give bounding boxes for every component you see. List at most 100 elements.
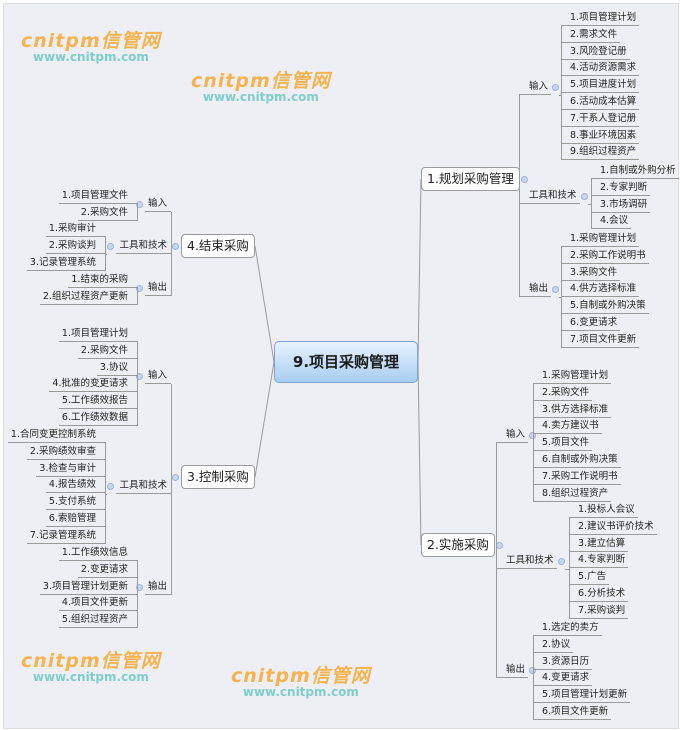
list-item[interactable]: 2.采购绩效审查: [26, 444, 99, 460]
list-item[interactable]: 3.市场调研: [597, 197, 651, 213]
list-item[interactable]: 1.采购管理计划: [539, 368, 612, 384]
collapse-toggle-icon[interactable]: [529, 667, 536, 674]
group-label-tools-techniques[interactable]: 工具和技术: [519, 188, 580, 204]
list-item[interactable]: 7.采购工作说明书: [539, 469, 621, 485]
list-item[interactable]: 1.项目管理文件: [58, 188, 131, 204]
list-item[interactable]: 1.采购管理计划: [567, 231, 640, 247]
list-item[interactable]: 2.建议书评价技术: [575, 519, 657, 535]
list-item[interactable]: 2.需求文件: [567, 27, 621, 43]
list-item[interactable]: 1.项目管理计划: [58, 326, 131, 342]
list-item[interactable]: 3.记录管理系统: [26, 255, 99, 271]
group-label-tools-techniques[interactable]: 工具和技术: [496, 553, 557, 569]
list-item[interactable]: 5.项目进度计划: [567, 77, 640, 94]
group-label-outputs[interactable]: 输出: [144, 280, 171, 296]
collapse-toggle-icon[interactable]: [136, 285, 143, 292]
list-item[interactable]: 5.支付系统: [45, 494, 99, 511]
list-item[interactable]: 4.报告绩效: [45, 477, 99, 494]
list-item[interactable]: 4.专家判断: [575, 552, 629, 569]
list-item[interactable]: 6.自制或外购决策: [539, 452, 621, 468]
collapse-toggle-icon[interactable]: [552, 84, 559, 91]
branch-connector: [417, 178, 422, 363]
collapse-toggle-icon[interactable]: [136, 584, 143, 591]
list-item[interactable]: 3.协议: [96, 360, 131, 376]
list-item[interactable]: 3.资源日历: [539, 654, 593, 670]
list-item[interactable]: 9.组织过程资产: [567, 144, 640, 161]
list-item[interactable]: 1.自制或外购分析: [597, 163, 679, 179]
list-item[interactable]: 2.采购文件: [539, 385, 593, 401]
list-item[interactable]: 4.项目文件更新: [58, 595, 131, 612]
list-item[interactable]: 5.工作绩效报告: [58, 393, 131, 410]
list-item[interactable]: 5.项目文件: [539, 435, 593, 452]
list-item[interactable]: 5.广告: [575, 569, 610, 586]
collapse-toggle-icon[interactable]: [521, 176, 528, 183]
list-item[interactable]: 7.项目文件更新: [567, 332, 640, 348]
list-item[interactable]: 2.采购文件: [77, 205, 131, 221]
group-label-inputs[interactable]: 输入: [496, 427, 529, 443]
list-item[interactable]: 2.变更请求: [77, 562, 131, 578]
list-item[interactable]: 6.变更请求: [567, 315, 621, 331]
group-label-outputs[interactable]: 输出: [519, 281, 552, 297]
collapse-toggle-icon[interactable]: [558, 558, 565, 565]
list-item[interactable]: 1.选定的卖方: [539, 620, 602, 636]
branch-conduct-procurement[interactable]: 2.实施采购: [421, 533, 495, 557]
collapse-toggle-icon[interactable]: [107, 483, 114, 490]
list-item[interactable]: 1.结束的采购: [68, 272, 131, 288]
list-item[interactable]: 3.风险登记册: [567, 44, 630, 60]
group-label-tools-techniques[interactable]: 工具和技术: [116, 478, 171, 494]
list-item[interactable]: 6.工作绩效数据: [58, 410, 131, 426]
list-item[interactable]: 4.批准的变更请求: [49, 376, 131, 393]
list-item[interactable]: 3.供方选择标准: [539, 402, 612, 418]
list-item[interactable]: 3.检查与审计: [36, 461, 99, 477]
list-item[interactable]: 4.变更请求: [539, 670, 593, 687]
collapse-toggle-icon[interactable]: [581, 193, 588, 200]
list-item[interactable]: 4.供方选择标准: [567, 281, 640, 298]
list-item[interactable]: 7.干系人登记册: [567, 111, 640, 127]
list-item[interactable]: 6.项目文件更新: [539, 704, 612, 720]
collapse-toggle-icon[interactable]: [552, 286, 559, 293]
list-item[interactable]: 2.专家判断: [597, 180, 651, 196]
collapse-toggle-icon[interactable]: [136, 201, 143, 208]
list-item[interactable]: 5.项目管理计划更新: [539, 687, 631, 704]
list-item[interactable]: 2.组织过程资产更新: [39, 289, 131, 305]
branch-plan-procurement[interactable]: 1.规划采购管理: [421, 167, 520, 191]
list-item[interactable]: 5.组织过程资产: [58, 612, 131, 629]
list-item[interactable]: 3.采购文件: [567, 265, 621, 281]
group-label-inputs[interactable]: 输入: [144, 196, 171, 212]
list-item[interactable]: 2.协议: [539, 637, 574, 653]
list-item[interactable]: 6.索赔管理: [45, 511, 99, 527]
branch-close-procurement[interactable]: 4.结束采购: [181, 234, 255, 258]
list-item[interactable]: 4.卖方建议书: [539, 418, 602, 435]
list-item[interactable]: 5.自制或外购决策: [567, 298, 649, 315]
central-topic[interactable]: 9.项目采购管理: [274, 341, 418, 383]
list-item[interactable]: 8.事业环境因素: [567, 128, 640, 144]
list-item[interactable]: 1.项目管理计划: [567, 10, 640, 26]
collapse-toggle-icon[interactable]: [136, 373, 143, 380]
list-item[interactable]: 2.采购谈判: [45, 238, 99, 254]
list-item[interactable]: 8.组织过程资产: [539, 486, 612, 502]
collapse-toggle-icon[interactable]: [172, 243, 179, 250]
group-label-outputs[interactable]: 输出: [496, 662, 529, 678]
collapse-toggle-icon[interactable]: [529, 432, 536, 439]
collapse-toggle-icon[interactable]: [107, 243, 114, 250]
list-item[interactable]: 4.活动资源需求: [567, 60, 640, 77]
list-item[interactable]: 3.建立估算: [575, 536, 629, 552]
branch-control-procurement[interactable]: 3.控制采购: [181, 465, 255, 489]
list-item[interactable]: 1.投标人会议: [575, 502, 638, 518]
list-item[interactable]: 3.项目管理计划更新: [39, 579, 131, 595]
list-item[interactable]: 2.采购文件: [77, 343, 131, 359]
list-item[interactable]: 7.采购谈判: [575, 603, 629, 619]
list-item[interactable]: 1.工作绩效信息: [58, 545, 131, 561]
list-item[interactable]: 1.合同变更控制系统: [7, 427, 99, 443]
list-item[interactable]: 6.活动成本估算: [567, 94, 640, 110]
group-label-inputs[interactable]: 输入: [144, 368, 171, 384]
list-item[interactable]: 6.分析技术: [575, 586, 629, 602]
list-item[interactable]: 4.会议: [597, 213, 632, 230]
group-label-inputs[interactable]: 输入: [519, 79, 552, 95]
collapse-toggle-icon[interactable]: [496, 542, 503, 549]
collapse-toggle-icon[interactable]: [172, 474, 179, 481]
group-label-tools-techniques[interactable]: 工具和技术: [116, 238, 171, 254]
list-item[interactable]: 1.采购审计: [45, 221, 99, 237]
list-item[interactable]: 2.采购工作说明书: [567, 248, 649, 264]
list-item[interactable]: 7.记录管理系统: [26, 528, 99, 544]
group-label-outputs[interactable]: 输出: [144, 579, 171, 595]
